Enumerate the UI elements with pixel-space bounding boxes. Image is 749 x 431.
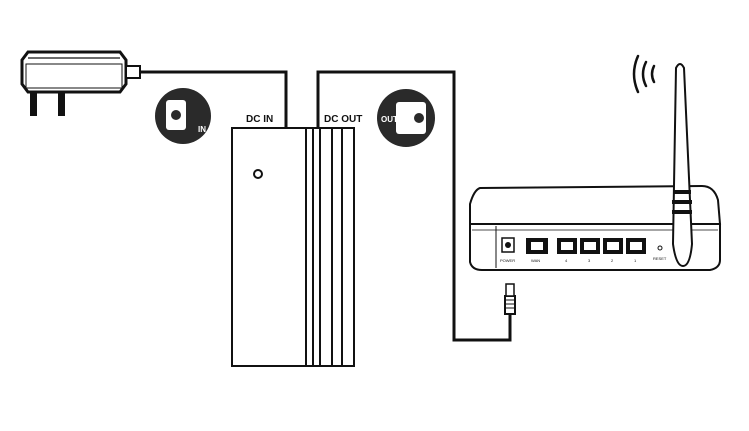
router-lan-label: 2 (611, 258, 614, 263)
router-lan-label: 3 (588, 258, 591, 263)
power-box-indicator (253, 169, 263, 179)
in-port-badge: IN (155, 88, 211, 144)
wall-adapter (20, 50, 141, 116)
router-wan-port (526, 238, 548, 254)
dc-out-label: DC OUT (324, 114, 362, 125)
router-antenna (671, 63, 694, 268)
dc-in-label: DC IN (246, 114, 273, 125)
router: POWER WAN 4 3 2 1 RESET (469, 63, 722, 271)
power-box (231, 127, 355, 367)
cable-dc-out-to-router (316, 70, 512, 342)
in-port-label: IN (198, 125, 206, 134)
router-wan-label: WAN (531, 258, 540, 263)
router-reset-label: RESET (653, 256, 667, 261)
wifi-signal-icon (632, 54, 656, 94)
adapter-prong (58, 92, 65, 116)
router-lan-port (557, 238, 577, 254)
router-lan-port (626, 238, 646, 254)
adapter-prong (30, 92, 37, 116)
dc-plug (504, 283, 516, 315)
cable-adapter-to-dc-in (140, 70, 288, 128)
router-lan-label: 4 (565, 258, 568, 263)
router-power-label: POWER (500, 258, 515, 263)
router-lan-port (603, 238, 623, 254)
router-lan-port (580, 238, 600, 254)
out-port-badge: OUT (377, 89, 435, 147)
out-port-label: OUT (381, 115, 398, 124)
router-reset-button (657, 245, 663, 251)
router-lan-label: 1 (634, 258, 637, 263)
